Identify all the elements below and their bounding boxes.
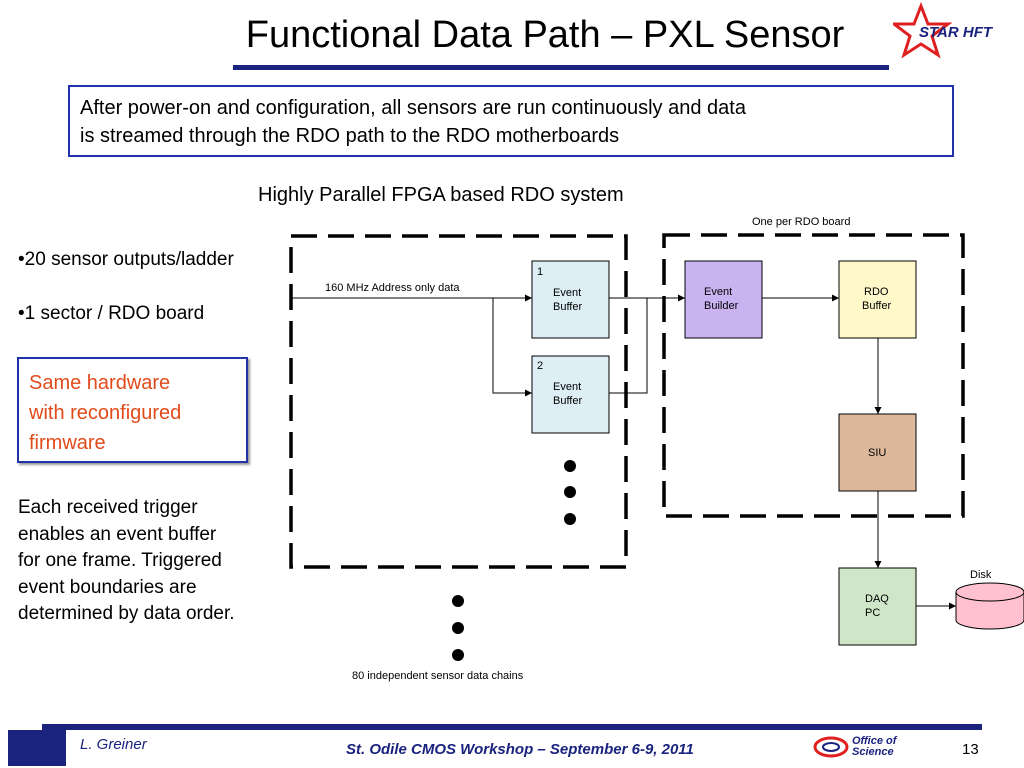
chain-continuation-dot — [452, 622, 464, 634]
same-hardware-callout: Same hardware with reconfigured firmware — [17, 357, 248, 463]
trigger-line: event boundaries are — [18, 576, 197, 598]
chains-label: 80 independent sensor data chains — [352, 670, 524, 682]
event-builder-block — [684, 260, 763, 339]
intro-line: is streamed through the RDO path to the … — [80, 125, 620, 147]
author: L. Greiner — [80, 736, 147, 753]
diagram-subtitle: Highly Parallel FPGA based RDO system — [258, 184, 624, 206]
bullet-sensor-outputs: •20 sensor outputs/ladder — [18, 249, 234, 270]
rdo-buffer-label: Buffer — [862, 300, 892, 312]
buffer-1-label: Buffer — [553, 301, 583, 313]
daq-pc-label: PC — [865, 607, 881, 619]
callout-line: with reconfigured — [29, 402, 182, 424]
buffer-1-label: Event — [553, 287, 582, 299]
trigger-description: Each received trigger enables an event b… — [18, 495, 235, 628]
event-buffer-2-block — [531, 355, 610, 434]
berkeley-lab-logo-icon — [8, 730, 66, 766]
intro-line: After power-on and configuration, all se… — [80, 97, 746, 119]
fpga-buffer-group — [289, 234, 628, 569]
daq-pc-label: DAQ — [865, 593, 889, 605]
buffer-2-label: Buffer — [553, 395, 583, 407]
siu-label: SIU — [868, 447, 887, 459]
footer-rule — [42, 724, 982, 730]
trigger-line: determined by data order. — [18, 603, 235, 624]
input-data-label: 160 MHz Address only data — [325, 282, 460, 294]
chain-continuation-dot — [452, 595, 464, 607]
buffer-continuation-dot — [564, 486, 576, 498]
buffer-continuation-dot — [564, 513, 576, 525]
title-rule — [233, 65, 889, 70]
buffer-2-index: 2 — [537, 360, 544, 372]
trigger-line: enables an event buffer — [18, 523, 217, 545]
trigger-line: Each received trigger — [18, 497, 198, 518]
buffer-1-index: 1 — [537, 266, 544, 278]
callout-line: Same hardware — [29, 372, 171, 394]
office-of-science-logo-text: Office of Science — [852, 735, 897, 758]
trigger-line: for one frame. Triggered — [18, 550, 222, 571]
buffer-2-label: Event — [553, 381, 582, 393]
intro-box: After power-on and configuration, all se… — [68, 85, 954, 157]
daq-pc-block — [838, 567, 917, 646]
disk-icon — [955, 582, 1024, 630]
page-number: 13 — [962, 741, 979, 758]
star-hft-logo-text: STAR HFT — [919, 24, 993, 41]
slide-title: Functional Data Path – PXL Sensor — [245, 14, 845, 56]
buffer2-to-builder-line — [609, 298, 648, 394]
event-buffer-1-block — [531, 260, 610, 339]
siu-block — [838, 413, 917, 492]
buffer-continuation-dot — [564, 460, 576, 472]
callout-line: firmware — [29, 432, 106, 454]
star-logo-icon — [893, 2, 953, 59]
office-of-science-logo-icon — [813, 736, 849, 758]
disk-label: Disk — [970, 569, 992, 581]
conference-name: St. Odile CMOS Workshop – September 6-9,… — [346, 741, 694, 758]
event-builder-label: Event — [704, 286, 733, 298]
branch-line — [492, 298, 532, 397]
bullet-sector: •1 sector / RDO board — [18, 303, 205, 324]
one-per-board-label: One per RDO board — [752, 216, 851, 228]
rdo-board-group — [662, 233, 965, 518]
event-builder-label: Builder — [704, 300, 739, 312]
rdo-buffer-label: RDO — [864, 286, 889, 298]
chain-continuation-dot — [452, 649, 464, 661]
rdo-buffer-block — [838, 260, 917, 339]
